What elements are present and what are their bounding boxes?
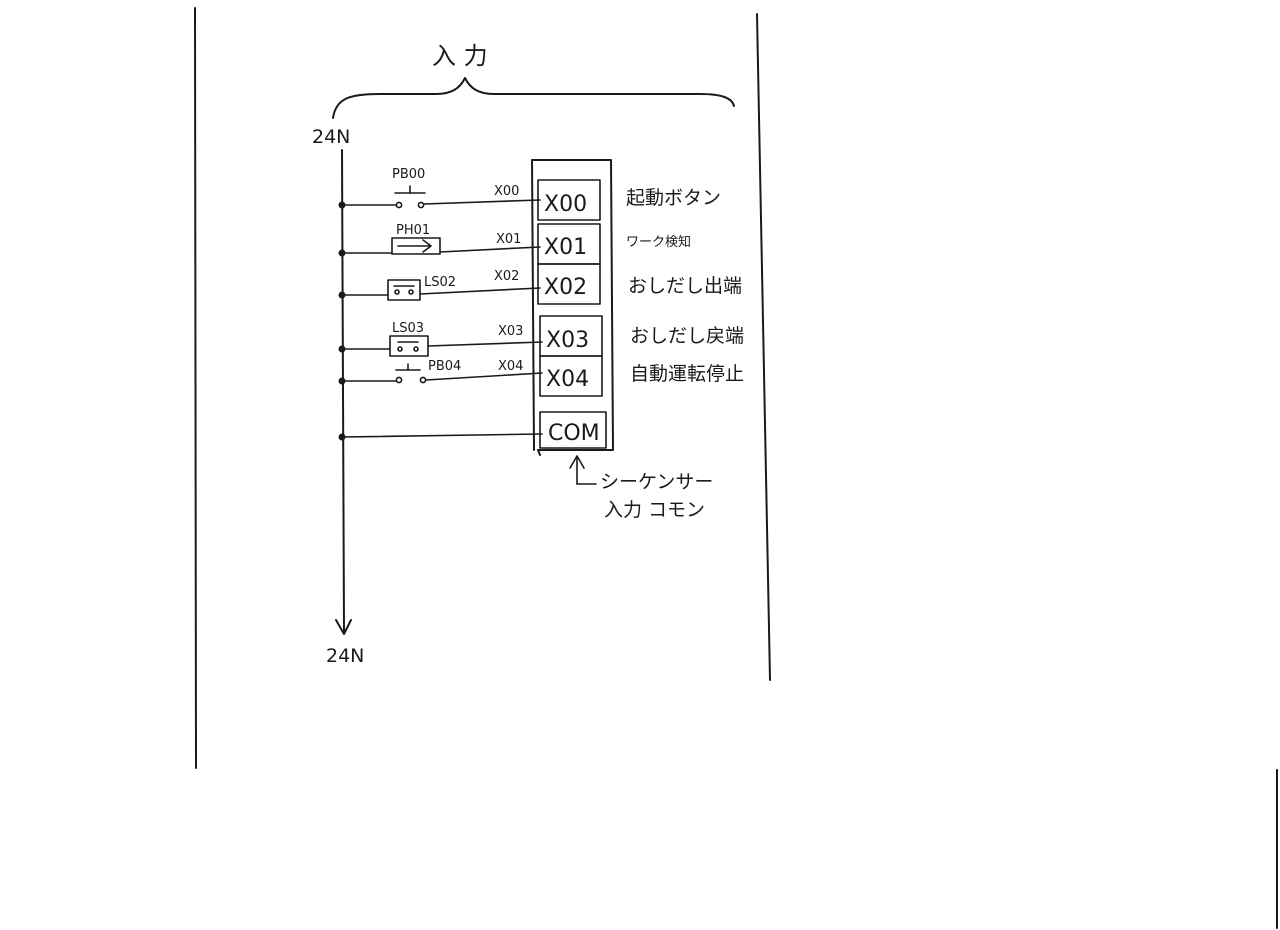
wire-com <box>341 433 543 438</box>
input-comment: ワーク検知 <box>626 234 691 250</box>
wire-x04 <box>425 372 543 381</box>
register-label: X03 <box>546 328 589 353</box>
input-title: 入 力 <box>432 42 488 70</box>
device-label: LS02 <box>424 275 456 290</box>
input-rail-top-label: 24N <box>312 126 350 148</box>
input-comment: 自動運転停止 <box>630 363 744 385</box>
register-box <box>537 263 601 305</box>
common-label: COM <box>548 421 600 446</box>
wire-label: X00 <box>494 184 519 199</box>
common-box <box>539 411 607 449</box>
limit-switch-ls02-icon <box>387 279 421 301</box>
wire-label: X04 <box>498 359 523 374</box>
input-unit-box <box>531 159 614 456</box>
left-margin-line <box>194 7 197 769</box>
register-box <box>539 355 603 397</box>
photo-sensor-ph01-icon <box>391 237 441 255</box>
center-divider-line <box>756 13 771 681</box>
wire-label: X01 <box>496 232 521 247</box>
register-label: X04 <box>546 367 589 392</box>
input-rail-arrow-icon <box>335 619 352 635</box>
device-label: PH01 <box>396 223 430 238</box>
wire-label: X02 <box>494 269 519 284</box>
register-label: X02 <box>544 275 587 300</box>
device-label: PB04 <box>428 359 461 374</box>
input-rail <box>341 149 345 633</box>
push-button-pb04-icon <box>395 363 427 384</box>
wire-x01 <box>439 246 541 253</box>
limit-switch-ls03-icon <box>389 335 429 357</box>
register-box <box>537 179 601 221</box>
wire-x00 <box>423 199 541 205</box>
input-comment: 起動ボタン <box>626 187 721 209</box>
input-brace <box>332 77 735 119</box>
register-label: X01 <box>544 235 587 260</box>
input-comment: おしだし戻端 <box>630 325 744 347</box>
device-label: PB00 <box>392 167 425 182</box>
register-label: X00 <box>544 192 587 217</box>
input-section: 入 力 24N 24N PB00 X00 X00 起動ボタン <box>312 42 744 667</box>
input-rail-bottom-label: 24N <box>326 645 364 667</box>
wire-label: X03 <box>498 324 523 339</box>
common-note-line2: 入力 コモン <box>604 499 705 521</box>
device-label: LS03 <box>392 321 424 336</box>
common-note-line1: シーケンサー <box>600 471 713 493</box>
wire-x02 <box>419 287 541 295</box>
input-comment: おしだし出端 <box>628 275 742 297</box>
wire-x03 <box>427 341 543 347</box>
push-button-pb00-icon <box>394 185 426 209</box>
common-pointer-arrow-icon <box>569 455 597 485</box>
